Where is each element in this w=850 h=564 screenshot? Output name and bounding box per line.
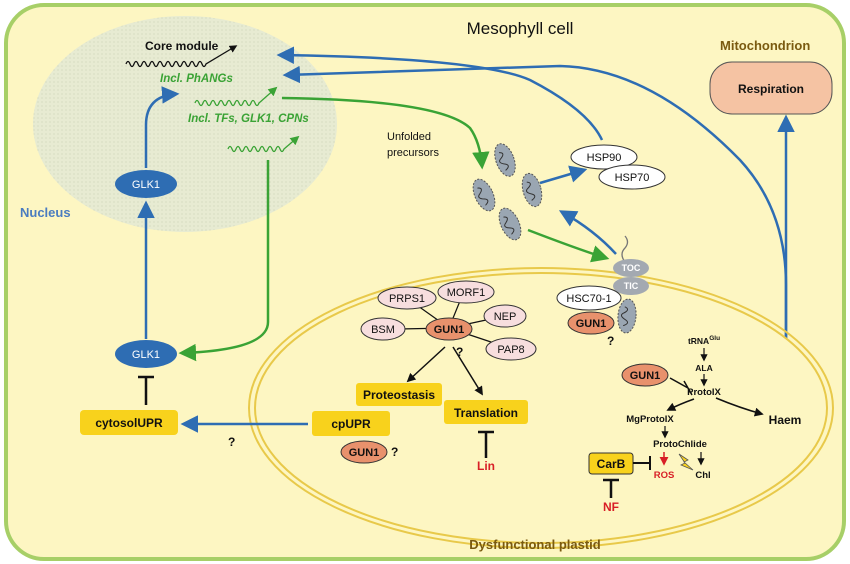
inhibit-lin-translation bbox=[478, 430, 494, 458]
translation-label: Translation bbox=[454, 406, 518, 420]
plastid-label: Dysfunctional plastid bbox=[469, 537, 601, 552]
trna-text: tRNA bbox=[688, 336, 709, 346]
inhibit-carb-protochlide bbox=[633, 456, 651, 470]
mgprotoix-label: MgProtoIX bbox=[626, 414, 674, 425]
glk1-cytosol-node bbox=[115, 340, 177, 368]
gun1-cpupr-node bbox=[340, 440, 388, 464]
respiration-label: Respiration bbox=[738, 82, 804, 96]
gun1-tetrapyrrole-label: GUN1 bbox=[630, 370, 661, 382]
toc-node bbox=[613, 259, 649, 277]
hsp90-node bbox=[570, 144, 638, 170]
arrow-gun1-to-proteostasis bbox=[406, 346, 446, 383]
gun1-hub-question: ? bbox=[456, 345, 463, 359]
tfs-label: Incl. TFs, GLK1, CPNs bbox=[188, 113, 309, 125]
chl-label: Chl bbox=[695, 470, 710, 481]
partner-bsm-label: BSM bbox=[371, 324, 395, 336]
tfs-gene bbox=[227, 135, 300, 153]
arrow-hsp-to-nucleus bbox=[276, 46, 604, 141]
arrow-precursors-to-toc bbox=[527, 228, 610, 263]
partner-nep bbox=[483, 304, 527, 328]
cytosol-upr-box bbox=[80, 410, 178, 435]
precursor-blob-4 bbox=[498, 207, 522, 241]
cpupr-label: cpUPR bbox=[331, 417, 371, 431]
partner-prps1-label: PRPS1 bbox=[389, 293, 425, 305]
partner-morf1 bbox=[437, 280, 495, 304]
partner-bsm bbox=[360, 317, 406, 341]
lightning-icon bbox=[678, 453, 694, 471]
gun1-hub-node bbox=[425, 317, 473, 341]
hsc70-label: HSC70-1 bbox=[566, 293, 611, 305]
cell-title: Mesophyll cell bbox=[467, 19, 574, 38]
arrow-gun1-to-translation bbox=[452, 346, 483, 396]
arrow-protoix-to-haem bbox=[715, 397, 764, 417]
glk1-nucleus-label: GLK1 bbox=[132, 179, 160, 191]
unfolded-precursors bbox=[472, 143, 543, 241]
proteostasis-box bbox=[356, 383, 442, 406]
proteostasis-label: Proteostasis bbox=[363, 388, 435, 402]
arrow-haem-to-nucleus bbox=[282, 64, 788, 390]
partner-nep-label: NEP bbox=[494, 311, 517, 323]
cpupr-cytosol-question: ? bbox=[228, 435, 235, 449]
nf-label: NF bbox=[603, 500, 619, 514]
precursor-blob-3 bbox=[521, 172, 543, 208]
gun1-hub-label: GUN1 bbox=[434, 324, 465, 336]
gun1-hsc70-label: GUN1 bbox=[576, 318, 607, 330]
glk1-nucleus-node bbox=[115, 170, 177, 198]
arrow-phangs-to-precursors bbox=[281, 96, 490, 170]
protochlide-label: ProtoChlide bbox=[653, 439, 707, 450]
cpupr-box bbox=[312, 411, 390, 436]
hsp70-node bbox=[598, 164, 666, 190]
arrow-tfs-to-glk1 bbox=[178, 160, 270, 362]
inhibit-cytosolupr-glk1 bbox=[138, 375, 154, 405]
mitochondrion-label: Mitochondrion bbox=[720, 38, 810, 53]
protoix-label: ProtoIX bbox=[687, 387, 721, 398]
arrow-glk1-to-genes bbox=[144, 86, 180, 168]
precursor-blob-2 bbox=[472, 178, 496, 212]
core-module-label: Core module bbox=[145, 39, 219, 53]
plastid-inner-membrane bbox=[254, 272, 828, 544]
plastid-outer-membrane bbox=[248, 267, 834, 549]
partner-pap8 bbox=[485, 337, 537, 361]
ala-label: ALA bbox=[695, 363, 712, 373]
trna-label: tRNAGlu bbox=[688, 335, 720, 346]
arrow-toc-to-precursors bbox=[558, 210, 617, 255]
inhibit-gun1-protoix bbox=[669, 377, 693, 396]
arrow-precursors-to-hsp bbox=[539, 165, 588, 185]
arrow-protoix-to-mgprotoix bbox=[666, 398, 695, 411]
gun1-hsc70-node bbox=[567, 311, 615, 335]
gun1-cpupr-label: GUN1 bbox=[349, 447, 380, 459]
gun1-cpupr-question: ? bbox=[391, 445, 398, 459]
unfolded-precursors-label-1: Unfolded bbox=[387, 131, 431, 143]
inhibit-nf-carb bbox=[603, 478, 619, 498]
cytosol-upr-label: cytosolUPR bbox=[95, 416, 163, 430]
lin-label: Lin bbox=[477, 459, 495, 473]
tic-label: TIC bbox=[624, 281, 639, 291]
gun1-tetrapyrrole-node bbox=[621, 363, 669, 387]
precursor-blob-1 bbox=[494, 143, 516, 177]
gun1-hsc70-question: ? bbox=[607, 334, 614, 348]
tic-node bbox=[613, 277, 649, 295]
haem-label: Haem bbox=[769, 413, 802, 427]
unfolded-precursors-label-2: precursors bbox=[387, 147, 439, 159]
phangs-label: Incl. PhANGs bbox=[160, 73, 233, 85]
nucleus-texture bbox=[33, 16, 337, 232]
hsp90-label: HSP90 bbox=[587, 152, 622, 164]
trna-superscript: Glu bbox=[709, 335, 720, 342]
translation-box bbox=[444, 400, 528, 424]
respiration-box bbox=[709, 61, 833, 115]
partner-pap8-label: PAP8 bbox=[497, 344, 524, 356]
ros-label: ROS bbox=[654, 470, 675, 481]
partner-prps1 bbox=[377, 286, 437, 310]
partner-morf1-label: MORF1 bbox=[447, 287, 486, 299]
nucleus-label: Nucleus bbox=[20, 205, 71, 220]
carb-label: CarB bbox=[597, 457, 626, 471]
toc-label: TOC bbox=[622, 263, 641, 273]
hsp70-label: HSP70 bbox=[615, 172, 650, 184]
hsc70-node bbox=[556, 285, 622, 311]
toc-transit-peptide bbox=[621, 235, 629, 263]
phangs-gene bbox=[194, 86, 278, 107]
core-module-gene bbox=[125, 45, 238, 68]
glk1-cytosol-label: GLK1 bbox=[132, 349, 160, 361]
